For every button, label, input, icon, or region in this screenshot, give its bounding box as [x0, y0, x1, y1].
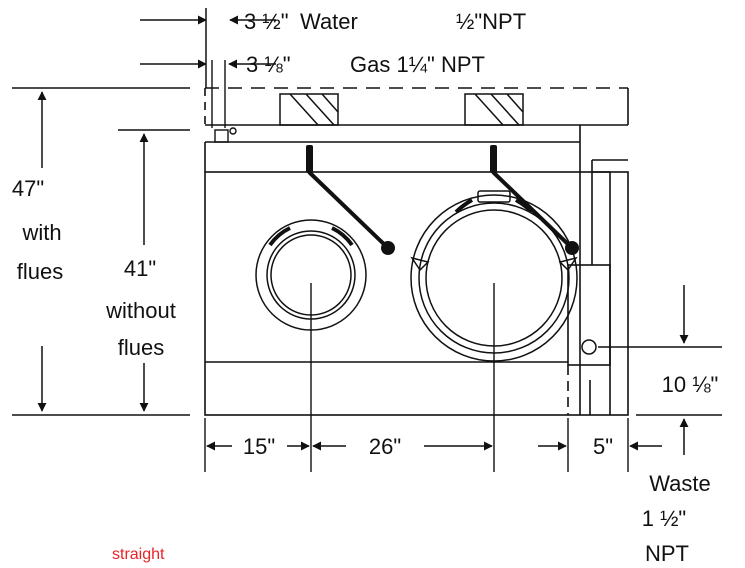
door-badge: [477, 190, 511, 203]
waste-port-icon: [581, 339, 597, 355]
machine-body: [204, 171, 629, 416]
water-label: Water: [300, 9, 358, 34]
h41-value-label: 41": [124, 256, 156, 281]
width-15-label: 15": [243, 434, 275, 459]
supply-fittings: [211, 60, 237, 143]
handle-right: [490, 145, 579, 255]
gas-offset-label: 3 ⅛": [246, 52, 291, 77]
h41-line1-label: without: [105, 298, 176, 323]
h41-line2-label: flues: [118, 335, 164, 360]
waste-height-label: 10 ⅛": [662, 372, 719, 397]
fitting-valve-icon: [229, 127, 237, 135]
gas-label: Gas 1¼" NPT: [350, 52, 485, 77]
water-npt-label: ½"NPT: [456, 9, 526, 34]
hinge-left-icon: [410, 256, 430, 272]
width-5-label: 5": [593, 434, 613, 459]
height-dimensions: [12, 87, 190, 416]
waste-line1-label: Waste: [649, 471, 711, 496]
waste-line3-label: NPT: [645, 541, 689, 566]
width-26-label: 26": [369, 434, 401, 459]
hinge-right-icon: [558, 256, 578, 272]
cropped-footer-text: straight: [112, 546, 165, 563]
supply-dimensions: [140, 8, 276, 88]
waste-line2-label: 1 ½": [642, 506, 687, 531]
water-offset-label: 3 ½": [244, 9, 289, 34]
flue-hatch-right: [464, 93, 524, 126]
center-lines: [204, 283, 629, 472]
handle-left: [306, 145, 395, 255]
h47-line2-label: flues: [17, 259, 63, 284]
waste-height-dimension: [598, 285, 722, 455]
fitting-block: [214, 129, 229, 143]
h47-line1-label: with: [21, 220, 61, 245]
h47-value-label: 47": [12, 176, 44, 201]
flue-hatch-left: [279, 93, 339, 126]
